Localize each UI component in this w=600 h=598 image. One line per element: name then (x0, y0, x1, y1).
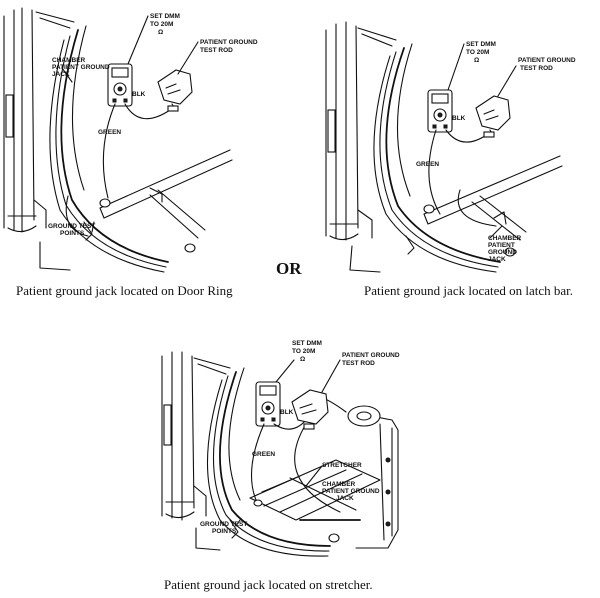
test-leads (251, 419, 341, 513)
label-blk: BLK (132, 91, 146, 98)
label-green: GREEN (252, 451, 275, 458)
label-set-dmm: SET DMM TO 20M Ω (150, 13, 182, 36)
caption-stretcher: Patient ground jack located on stretcher… (164, 577, 373, 592)
label-green: GREEN (416, 161, 439, 168)
label-set-dmm: SET DMM TO 20M Ω (466, 41, 498, 64)
callout-lines (61, 15, 199, 233)
chamber-frame (325, 21, 397, 273)
label-ground-test-points: GROUND TEST POINTS (200, 521, 249, 535)
label-ground-test-points: GROUND TEST POINTS (48, 223, 97, 237)
label-ground-rod: PATIENT GROUND TEST ROD (342, 352, 401, 367)
test-leads (428, 129, 497, 227)
test-leads (65, 103, 171, 237)
ground-test-point (229, 519, 239, 539)
or-separator: OR (276, 259, 302, 278)
label-stretcher: STRETCHER (322, 462, 362, 469)
multimeter (255, 381, 281, 427)
panel-door-ring: SET DMM TO 20M Ω PATIENT GROUND TEST ROD… (3, 7, 259, 298)
label-ground-rod: PATIENT GROUND TEST ROD (200, 39, 259, 54)
chamber-frame (161, 351, 231, 551)
multimeter (107, 63, 133, 107)
latch-bar (99, 149, 233, 253)
chamber-frame (3, 7, 75, 271)
caption-latch-bar: Patient ground jack located on latch bar… (364, 283, 573, 298)
label-chamber-jack: CHAMBER PATIENT GROUND JACK (322, 481, 381, 502)
callout-lines (235, 359, 341, 527)
door-ring (206, 367, 331, 557)
stretcher (249, 459, 381, 543)
label-ground-rod: PATIENT GROUND TEST ROD (518, 57, 577, 72)
label-blk: BLK (280, 409, 294, 416)
label-green: GREEN (98, 129, 121, 136)
label-chamber-jack: CHAMBER PATIENT GROUND JACK (52, 57, 111, 78)
door-ring (373, 43, 501, 273)
ground-test-point (405, 235, 415, 255)
hand-with-test-rod (157, 69, 193, 112)
label-chamber-jack: CHAMBER PATIENT GROUND JACK (488, 235, 523, 263)
multimeter (427, 89, 453, 133)
panel-latch-bar: SET DMM TO 20M Ω PATIENT GROUND TEST ROD… (325, 21, 577, 298)
ground-test-point (83, 221, 93, 241)
label-blk: BLK (452, 115, 466, 122)
latch-bar (423, 155, 563, 257)
caption-door-ring: Patient ground jack located on Door Ring (16, 283, 233, 298)
callout-lines (447, 43, 517, 239)
chamber-end (317, 395, 399, 549)
hand-with-test-rod (291, 389, 329, 430)
label-set-dmm: SET DMM TO 20M Ω (292, 340, 324, 363)
panel-stretcher: SET DMM TO 20M Ω PATIENT GROUND TEST ROD… (161, 340, 401, 592)
hand-with-test-rod (475, 95, 511, 138)
